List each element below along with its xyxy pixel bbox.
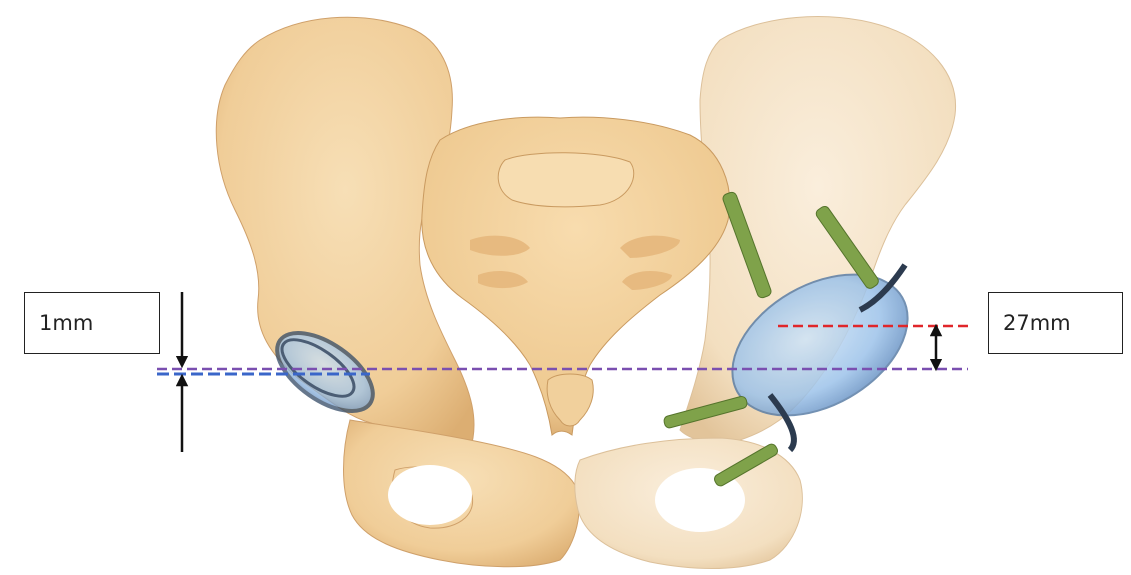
offset-value-right: 27mm	[1003, 311, 1071, 335]
offset-value-left: 1mm	[39, 311, 93, 335]
sacrum	[422, 117, 730, 435]
offset-label-right: 27mm	[988, 292, 1123, 354]
offset-label-left: 1mm	[24, 292, 160, 354]
sacral-promontory	[498, 153, 634, 207]
